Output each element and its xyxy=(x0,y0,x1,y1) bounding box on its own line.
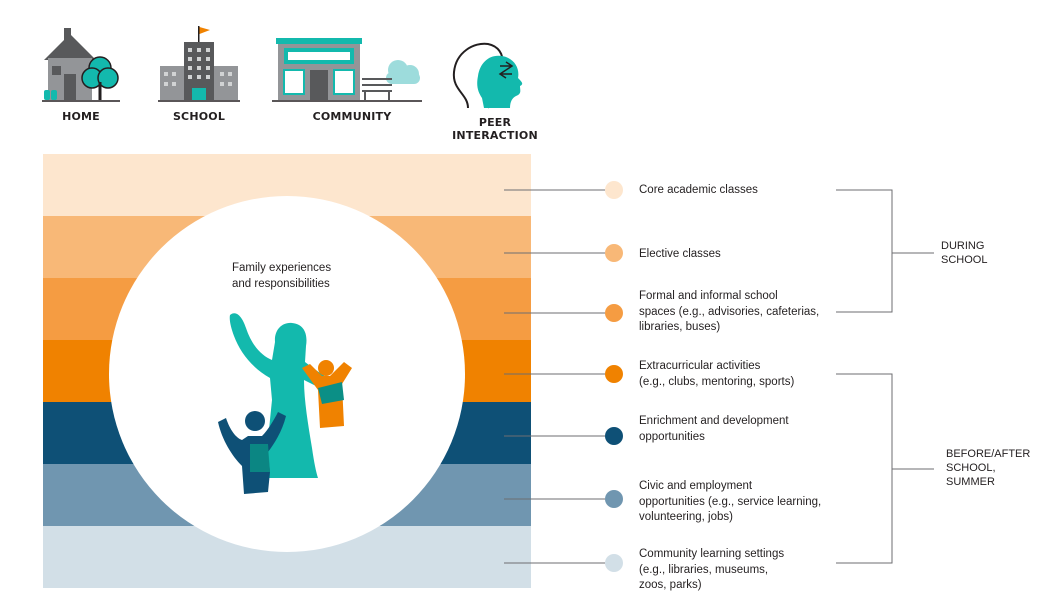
house-icon xyxy=(42,28,120,102)
navy-child-head xyxy=(245,411,265,431)
layer-label-community-learning: Community learning settings (e.g., libra… xyxy=(639,548,785,591)
layer-label-elective: Elective classes xyxy=(639,248,721,260)
dot-elective xyxy=(605,244,623,262)
context-home: HOME xyxy=(40,24,122,123)
school-building-icon xyxy=(158,26,240,102)
storefront-icon xyxy=(272,38,422,102)
context-label-school: SCHOOL xyxy=(172,110,226,123)
group-label-during-school: DURING SCHOOL xyxy=(941,240,988,266)
orange-child-head xyxy=(318,360,334,376)
center-label: Family experiences and responsibilities xyxy=(232,262,332,290)
dot-civic xyxy=(605,490,623,508)
dot-enrichment xyxy=(605,427,623,445)
layer-label-enrichment: Enrichment and development opportunities xyxy=(639,415,789,443)
dot-extracurricular xyxy=(605,365,623,383)
context-label-peer-interaction: PEER INTERACTION xyxy=(452,116,538,142)
layer-label-school-spaces: Formal and informal school spaces (e.g.,… xyxy=(639,290,820,333)
family-figures-illustration xyxy=(218,313,352,494)
group-brackets xyxy=(836,189,934,564)
dot-school-spaces xyxy=(605,304,623,322)
head-profile-icon xyxy=(452,42,523,109)
layer-label-core-academic: Core academic classes xyxy=(639,184,758,196)
layer-label-civic: Civic and employment opportunities (e.g.… xyxy=(639,480,822,523)
during-school-bracket xyxy=(836,189,934,313)
context-label-home: HOME xyxy=(62,110,100,123)
group-label-before-after-school: BEFORE/AFTER SCHOOL, SUMMER xyxy=(946,448,1031,488)
before-after-school-bracket xyxy=(836,373,934,564)
dot-community-learning xyxy=(605,554,623,572)
context-school: SCHOOL xyxy=(158,24,240,123)
context-community: COMMUNITY xyxy=(272,32,432,123)
layer-label-extracurricular: Extracurricular activities (e.g., clubs,… xyxy=(639,360,795,388)
context-peer-interaction: PEER INTERACTION xyxy=(440,38,550,142)
dot-core-academic xyxy=(605,181,623,199)
context-label-community: COMMUNITY xyxy=(312,110,392,123)
